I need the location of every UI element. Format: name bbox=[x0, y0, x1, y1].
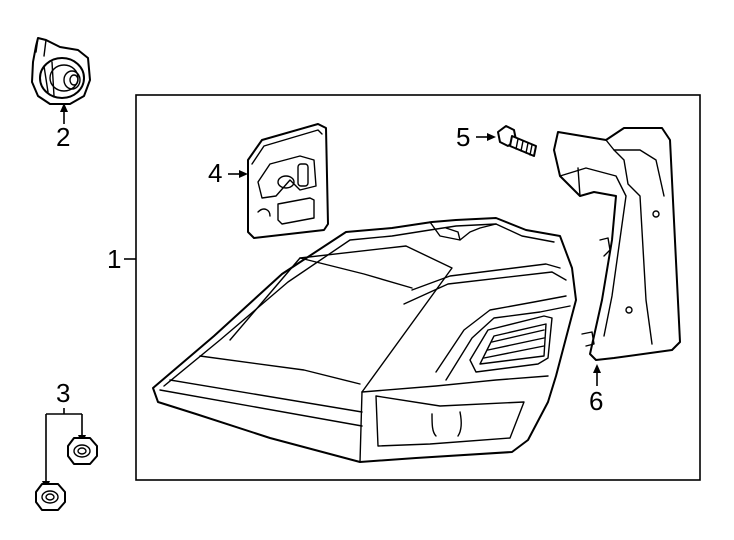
callout-3: 3 bbox=[42, 378, 86, 490]
bracket-icon bbox=[553, 127, 681, 361]
callout-2: 2 bbox=[56, 103, 70, 152]
callout-4: 4 bbox=[208, 158, 248, 188]
callout-6: 6 bbox=[589, 364, 603, 416]
callout-5: 5 bbox=[456, 122, 496, 152]
callout-3-label: 3 bbox=[56, 378, 70, 408]
callout-5-label: 5 bbox=[456, 122, 470, 152]
nut-icon bbox=[35, 437, 98, 511]
screw-icon bbox=[497, 125, 537, 157]
callout-1-label: 1 bbox=[107, 244, 121, 274]
callout-4-label: 4 bbox=[208, 158, 222, 188]
callout-2-label: 2 bbox=[56, 122, 70, 152]
bulb-socket-icon bbox=[31, 37, 91, 105]
assembly-frame bbox=[135, 94, 701, 481]
callout-6-label: 6 bbox=[589, 386, 603, 416]
callout-1: 1 bbox=[107, 244, 136, 274]
tail-lamp-assembly-icon bbox=[152, 217, 577, 463]
gasket-icon bbox=[247, 123, 329, 239]
